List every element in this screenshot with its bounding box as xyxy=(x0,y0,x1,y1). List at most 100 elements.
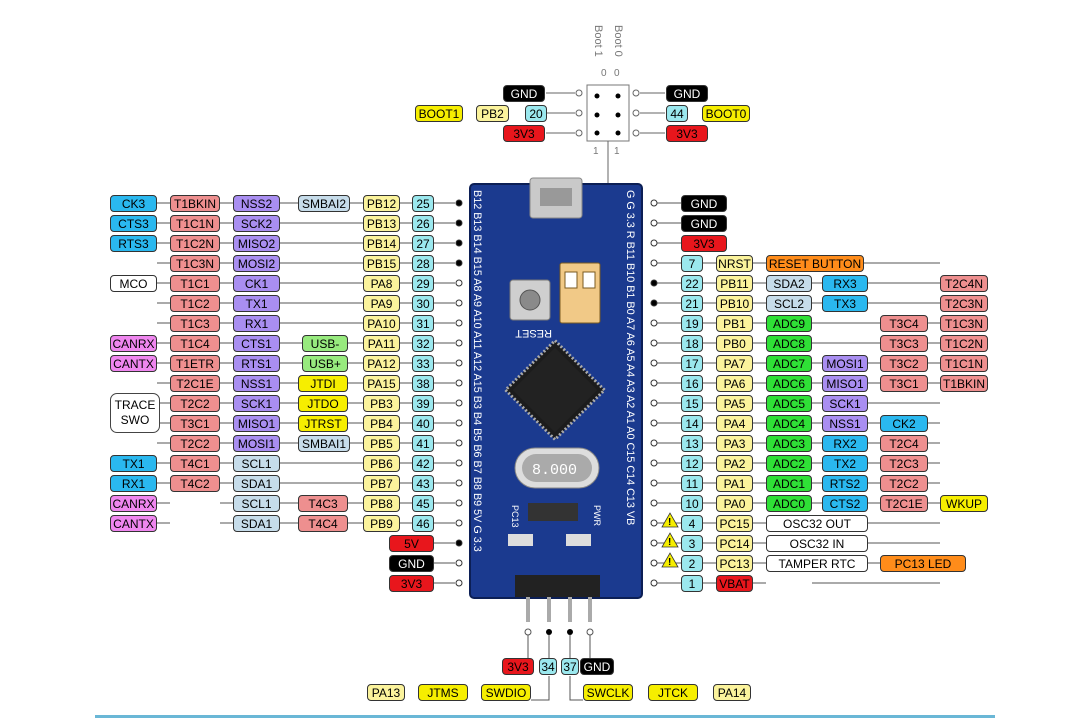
swo-line: SWO xyxy=(120,413,150,427)
pin-label-37: 37 xyxy=(561,658,579,675)
pin-label-3v3: 3V3 xyxy=(666,125,708,142)
pin-label-gnd: GND xyxy=(503,85,545,102)
pin-label-sck1: SCK1 xyxy=(822,395,868,412)
pin-label-pa12: PA12 xyxy=(363,355,400,372)
pin-label-28: 28 xyxy=(412,255,434,272)
pin-label-13: 13 xyxy=(681,435,703,452)
pin-label-boot0: BOOT0 xyxy=(702,105,750,122)
pin-label-17: 17 xyxy=(681,355,703,372)
pin-label-wkup: WKUP xyxy=(940,495,988,512)
pin-label-t1c4: T1C4 xyxy=(170,335,220,352)
pin-label-25: 25 xyxy=(412,195,434,212)
pin-label-cts1: CTS1 xyxy=(233,335,280,352)
pin-label-adc4: ADC4 xyxy=(766,415,812,432)
pin-label-miso1: MISO1 xyxy=(822,375,868,392)
boot1-mark-top: 0 xyxy=(601,68,607,79)
pin-label-swdio: SWDIO xyxy=(481,684,531,701)
pin-label-pa13: PA13 xyxy=(367,684,405,701)
reset-silk: RESET xyxy=(515,327,552,339)
pin-label-pb11: PB11 xyxy=(716,275,753,292)
pin-label-mosi2: MOSI2 xyxy=(233,255,280,272)
pin-label-mosi1: MOSI1 xyxy=(233,435,280,452)
pin-label-scl1: SCL1 xyxy=(233,455,280,472)
pin-label-t1c3: T1C3 xyxy=(170,315,220,332)
pin-label-pa1: PA1 xyxy=(716,475,753,492)
svg-text:!: ! xyxy=(668,537,671,548)
pin-label-osc32-in: OSC32 IN xyxy=(766,535,868,552)
pin-label-t2c4: T2C4 xyxy=(880,435,928,452)
pin-label-rx2: RX2 xyxy=(822,435,868,452)
pin-label-pb5: PB5 xyxy=(363,435,400,452)
pc13-silk: PC13 xyxy=(510,505,520,528)
pin-label-t2c4n: T2C4N xyxy=(940,275,988,292)
pin-label-usb-: USB+ xyxy=(302,355,348,372)
bottom-rule xyxy=(95,715,995,718)
pin-label-41: 41 xyxy=(412,435,434,452)
pin-label-45: 45 xyxy=(412,495,434,512)
pin-label-gnd: GND xyxy=(681,195,727,212)
pin-label-jtrst: JTRST xyxy=(298,415,348,432)
boot0-header-label: Boot 0 xyxy=(612,25,624,57)
svg-text:!: ! xyxy=(668,517,671,528)
pin-label-swclk: SWCLK xyxy=(583,684,633,701)
pin-label-t3c1: T3C1 xyxy=(170,415,220,432)
pin-label-pa2: PA2 xyxy=(716,455,753,472)
pin-label-rx3: RX3 xyxy=(822,275,868,292)
pin-label-pc13-led: PC13 LED xyxy=(880,555,966,572)
pin-label-pc14: PC14 xyxy=(716,535,753,552)
pin-label-10: 10 xyxy=(681,495,703,512)
pin-label-rts1: RTS1 xyxy=(233,355,280,372)
pin-label-30: 30 xyxy=(412,295,434,312)
pin-label-nrst: NRST xyxy=(716,255,753,272)
pin-label-adc6: ADC6 xyxy=(766,375,812,392)
pin-label-43: 43 xyxy=(412,475,434,492)
pin-label-3v3: 3V3 xyxy=(389,575,434,592)
pin-label-12: 12 xyxy=(681,455,703,472)
pin-label-1: 1 xyxy=(681,575,703,592)
mcu-chip xyxy=(503,338,607,442)
pin-label-t4c4: T4C4 xyxy=(298,515,348,532)
pin-label-jtck: JTCK xyxy=(648,684,698,701)
pin-label-adc3: ADC3 xyxy=(766,435,812,452)
pin-label-pa5: PA5 xyxy=(716,395,753,412)
crystal-text: 8.000 xyxy=(532,462,577,479)
pin-label-canrx: CANRX xyxy=(110,335,157,352)
pin-label-3: 3 xyxy=(681,535,703,552)
pin-label-3v3: 3V3 xyxy=(681,235,727,252)
pin-label-16: 16 xyxy=(681,375,703,392)
pin-label-t2c2: T2C2 xyxy=(880,475,928,492)
boot1-header-label: Boot 1 xyxy=(592,25,604,57)
pin-label-t1etr: T1ETR xyxy=(170,355,220,372)
pin-label-pb14: PB14 xyxy=(363,235,400,252)
pin-label-32: 32 xyxy=(412,335,434,352)
pin-label-nss1: NSS1 xyxy=(233,375,280,392)
pin-label-t2c2: T2C2 xyxy=(170,395,220,412)
pin-label-pb4: PB4 xyxy=(363,415,400,432)
pin-label-usb-: USB- xyxy=(302,335,348,352)
pin-label-38: 38 xyxy=(412,375,434,392)
pin-label-jtdo: JTDO xyxy=(298,395,348,412)
pin-label-tx3: TX3 xyxy=(822,295,868,312)
boot0-mark-bottom: 1 xyxy=(614,146,620,157)
pin-label-t4c2: T4C2 xyxy=(170,475,220,492)
left-edge-silk: B12 B13 B14 B15 A8 A9 A10 A11 A12 A15 B3… xyxy=(471,190,483,552)
pin-label-pa0: PA0 xyxy=(716,495,753,512)
pin-label-vbat: VBAT xyxy=(716,575,753,592)
pin-label-t2c2: T2C2 xyxy=(170,435,220,452)
boot-header xyxy=(586,84,630,142)
pin-label-t2c3n: T2C3N xyxy=(940,295,988,312)
pin-label-t4c1: T4C1 xyxy=(170,455,220,472)
pin-label-t1c2n: T1C2N xyxy=(170,235,220,252)
pin-label-ck2: CK2 xyxy=(880,415,928,432)
pin-label-21: 21 xyxy=(681,295,703,312)
pin-label-rx1: RX1 xyxy=(233,315,280,332)
pin-label-pa7: PA7 xyxy=(716,355,753,372)
right-edge-silk: G G 3.3 R B11 B10 B1 B0 A7 A6 A5 A4 A3 A… xyxy=(624,190,636,525)
pin-label-adc2: ADC2 xyxy=(766,455,812,472)
pin-label-pb0: PB0 xyxy=(716,335,753,352)
pin-label-pa11: PA11 xyxy=(363,335,400,352)
pin-label-mco: MCO xyxy=(110,275,157,292)
pin-label-t1c3n: T1C3N xyxy=(170,255,220,272)
pin-label-t1bkin: T1BKIN xyxy=(170,195,220,212)
